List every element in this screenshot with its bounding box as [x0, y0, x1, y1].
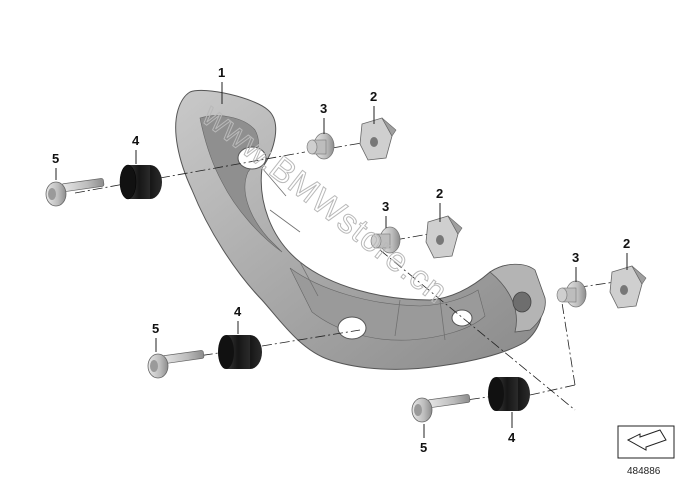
callout-3-middle: 3	[382, 199, 389, 228]
callout-label-3c: 3	[572, 250, 579, 265]
callout-label-5a: 5	[52, 151, 59, 166]
bushing-right	[556, 280, 587, 308]
clip-nut-middle	[425, 215, 463, 259]
callout-label-2c: 2	[623, 236, 630, 251]
clip-nut-top	[359, 117, 397, 161]
callout-4-top: 4	[132, 133, 140, 164]
rubber-mount-bottom	[488, 377, 530, 411]
callout-1: 1	[218, 65, 225, 104]
callout-4-middle: 4	[234, 304, 242, 334]
callout-label-4a: 4	[132, 133, 140, 148]
callout-2-middle: 2	[436, 186, 443, 222]
rubber-mount-middle	[218, 335, 262, 369]
callout-label-3a: 3	[320, 101, 327, 116]
bolt-top	[45, 178, 105, 207]
reference-number: 484886	[627, 466, 661, 477]
callout-label-4b: 4	[234, 304, 242, 319]
bolt-middle	[147, 350, 205, 379]
callout-label-2a: 2	[370, 89, 377, 104]
callout-label-3b: 3	[382, 199, 389, 214]
callout-5-top: 5	[52, 151, 59, 180]
bolt-bottom	[411, 394, 471, 423]
clip-nut-right	[609, 265, 647, 309]
callout-label-4c: 4	[508, 430, 516, 445]
callout-label-2b: 2	[436, 186, 443, 201]
callout-3-right: 3	[572, 250, 579, 282]
bushing-middle	[370, 226, 401, 254]
rubber-mount-top	[119, 164, 162, 200]
callout-label-5b: 5	[152, 321, 159, 336]
bushing-top	[306, 132, 335, 160]
bracket-part	[175, 89, 546, 370]
direction-arrow-icon	[617, 425, 675, 459]
callout-label-5c: 5	[420, 440, 427, 455]
callout-2-right: 2	[623, 236, 630, 270]
callout-5-bottom: 5	[420, 424, 427, 455]
callout-label-1: 1	[218, 65, 225, 80]
callout-3-top: 3	[320, 101, 327, 134]
callout-5-middle: 5	[152, 321, 159, 352]
callout-2-top: 2	[370, 89, 377, 124]
callout-4-bottom: 4	[508, 412, 516, 445]
